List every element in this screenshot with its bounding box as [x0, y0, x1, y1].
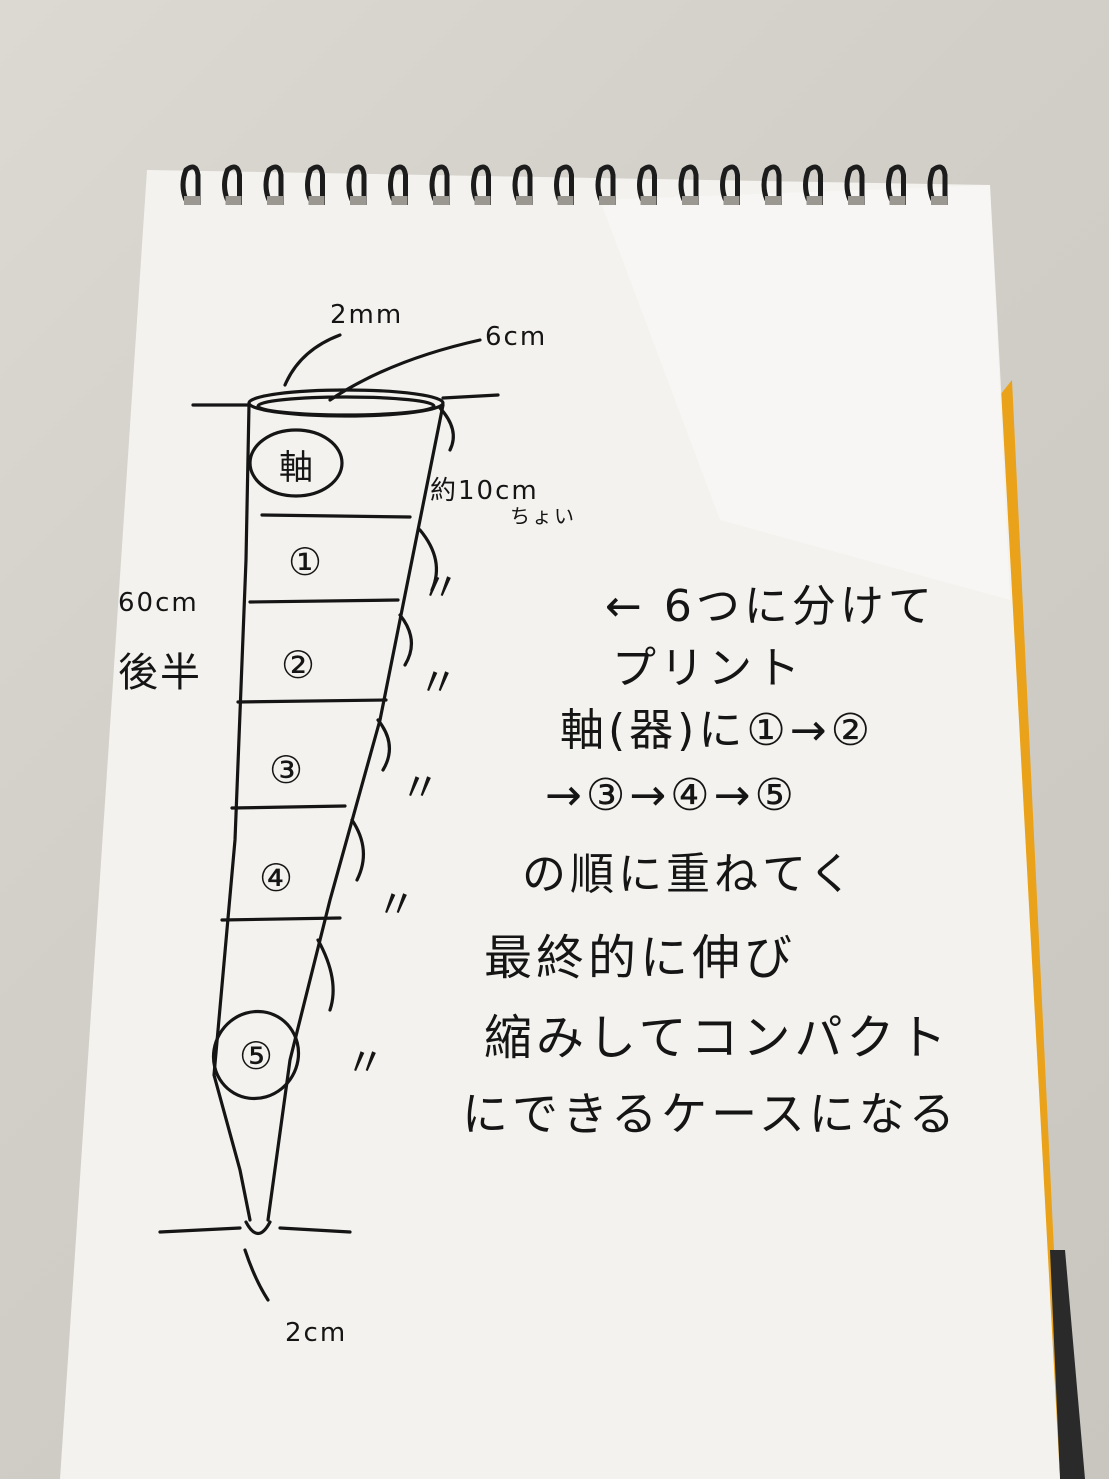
tip-dimension-line-left — [158, 1226, 242, 1234]
case-outline — [158, 333, 500, 1302]
binding-ring — [886, 164, 906, 205]
binding-ring — [844, 164, 865, 205]
ditto-mark-5: 〃 — [345, 1040, 387, 1086]
segment-label-5: ⑤ — [238, 1034, 274, 1078]
label-tip-diameter: 2cm — [285, 1318, 348, 1348]
note-line-1: ← 6つに分けて — [605, 581, 936, 632]
note-line-8: にできるケースになる — [462, 1087, 959, 1141]
ditto-mark-1: 〃 — [420, 565, 462, 611]
note-line-7: 縮みしてコンパクト — [484, 1010, 951, 1066]
ditto-mark-4: 〃 — [376, 882, 418, 928]
binding-ring — [305, 164, 325, 205]
binding-hole — [765, 196, 781, 205]
binding-hole — [599, 196, 615, 205]
tip-leader-line — [243, 1248, 270, 1302]
binding-hole — [516, 196, 532, 205]
binding-ring — [803, 164, 823, 205]
notebook-cover-edge — [1000, 380, 1065, 1479]
segment-circle-shaft — [248, 428, 344, 498]
binding-ring — [554, 164, 574, 205]
leader-2mm — [283, 333, 342, 387]
binding-ring — [595, 164, 616, 205]
case-top-rim-inner — [256, 395, 436, 417]
note-line-2: プリント — [612, 643, 804, 694]
binding-hole — [557, 196, 574, 205]
binding-hole — [931, 196, 947, 205]
segment-divider-2 — [248, 598, 400, 604]
binding-ring — [222, 164, 242, 205]
bracket-3 — [376, 718, 391, 772]
binding-hole — [474, 196, 491, 205]
segment-divider-1 — [260, 513, 412, 519]
binding-ring — [637, 164, 657, 205]
binding-hole — [184, 196, 200, 205]
binding-ring — [720, 164, 740, 205]
binding-ring — [180, 164, 201, 205]
binding-hole — [806, 196, 823, 205]
segment-divider-4 — [230, 804, 347, 810]
binding-hole — [267, 196, 283, 205]
binding-hole — [308, 196, 325, 205]
label-segment-height-note: ちょい — [510, 504, 576, 528]
tip-dimension-line-right — [278, 1226, 352, 1234]
label-top-diameter: 6cm — [485, 322, 548, 352]
binding-hole — [723, 196, 740, 205]
bracket-1 — [418, 528, 439, 592]
leader-6cm — [328, 338, 482, 402]
binding-ring — [761, 164, 782, 205]
note-line-4: →③→④→⑤ — [545, 770, 798, 821]
segment-label-2: ② — [280, 643, 316, 687]
segment-divider-3 — [236, 698, 388, 704]
binding-hole — [640, 196, 657, 205]
label-length-note: 後半 — [118, 650, 202, 696]
binding-hole — [350, 196, 366, 205]
note-line-3: 軸(器)に①→② — [560, 705, 875, 756]
bracket-5 — [316, 938, 335, 1012]
binding-hole — [225, 196, 242, 205]
binding-hole — [848, 196, 864, 205]
binding-hole — [433, 196, 449, 205]
binding-ring — [927, 164, 948, 205]
segment-divider-5 — [220, 916, 342, 922]
note-line-6: 最終的に伸び — [484, 930, 797, 986]
binding-hole — [682, 196, 698, 205]
segment-label-3: ③ — [268, 748, 304, 792]
segment-circle-5 — [211, 1009, 301, 1101]
binding-ring — [263, 164, 284, 205]
ditto-mark-3: 〃 — [400, 765, 442, 811]
segment-label-1: ① — [287, 540, 323, 584]
sketch-paper — [60, 170, 1060, 1479]
note-line-5: の順に重ねてく — [522, 849, 857, 900]
spiral-binding — [180, 164, 948, 205]
segment-label-shaft: 軸 — [279, 448, 313, 488]
case-tip — [244, 1220, 272, 1236]
ditto-mark-2: 〃 — [418, 660, 460, 706]
top-dimension-line-right — [441, 393, 500, 400]
binding-ring — [388, 164, 408, 205]
label-segment-height: 約10cm — [430, 476, 539, 506]
bracket-top — [438, 406, 455, 452]
binding-ring — [471, 164, 491, 205]
case-left-edge — [212, 403, 252, 1222]
binding-hole — [391, 196, 408, 205]
label-top-wall: 2mm — [330, 300, 404, 330]
paper-highlight — [600, 185, 1010, 600]
segment-label-4: ④ — [258, 856, 294, 900]
binding-ring — [346, 164, 367, 205]
binding-hole — [889, 196, 906, 205]
binding-ring — [429, 164, 450, 205]
notebook-back-edge — [1050, 1250, 1085, 1479]
binding-ring — [512, 164, 533, 205]
label-length: 60cm — [118, 588, 199, 618]
binding-ring — [678, 164, 699, 205]
bracket-4 — [350, 818, 366, 882]
bracket-2 — [398, 613, 413, 667]
